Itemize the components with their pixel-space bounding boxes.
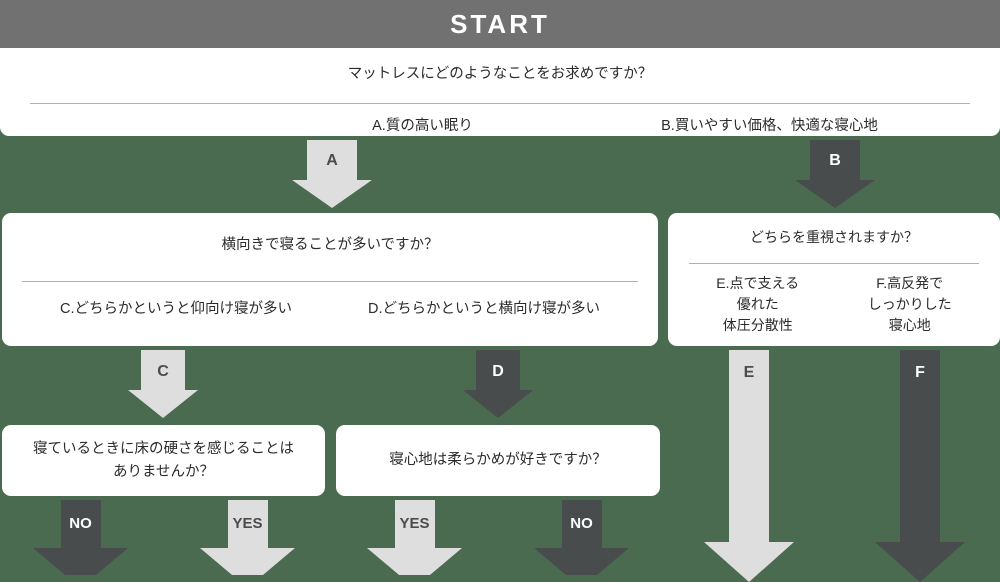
page-title: START	[450, 8, 550, 39]
arrow-d-no: NO	[534, 500, 629, 575]
arrow-a: A	[292, 140, 372, 208]
card-start-question: マットレスにどのようなことをお求めですか？ A.質の高い眠り B.買いやすい価格…	[0, 48, 1000, 136]
start-header: START	[0, 0, 1000, 48]
arrow-c-no: NO	[33, 500, 128, 575]
card-question-b: どちらを重視されますか？ E.点で支える 優れた 体圧分散性 F.高反発で しっ…	[668, 213, 1000, 346]
arrow-f: F	[875, 350, 965, 582]
question-b-text: どちらを重視されますか？	[750, 229, 918, 245]
arrow-c: C	[128, 350, 198, 418]
arrow-d-yes: YES	[367, 500, 462, 575]
card-question-d: 寝心地は柔らかめが好きですか？	[336, 425, 660, 496]
option-f[interactable]: F.高反発で しっかりした 寝心地	[867, 274, 952, 333]
option-e[interactable]: E.点で支える 優れた 体圧分散性	[716, 274, 800, 333]
question-a-options-row: C.どちらかというと仰向け寝が多い D.どちらかというと横向け寝が多い	[2, 282, 658, 321]
arrow-c-yes: YES	[200, 500, 295, 575]
question-c-text: 寝ているときに床の硬さを感じることは ありませんか？	[33, 441, 294, 480]
arrow-b: B	[795, 140, 875, 208]
option-b[interactable]: B.買いやすい価格、快適な寝心地	[661, 118, 878, 135]
divider	[689, 262, 979, 264]
option-a[interactable]: A.質の高い眠り	[372, 118, 473, 135]
question-a-text: 横向きで寝ることが多いですか？	[221, 237, 439, 253]
card-question-a: 横向きで寝ることが多いですか？ C.どちらかというと仰向け寝が多い D.どちらか…	[2, 213, 658, 346]
start-question-text: マットレスにどのようなことをお求めですか？	[347, 66, 653, 82]
arrow-d: D	[463, 350, 533, 418]
card-question-c: 寝ているときに床の硬さを感じることは ありませんか？	[2, 425, 325, 496]
question-d-text: 寝心地は柔らかめが好きですか？	[389, 452, 607, 469]
option-d[interactable]: D.どちらかというと横向け寝が多い	[368, 301, 600, 318]
start-options-row: A.質の高い眠り B.買いやすい価格、快適な寝心地	[0, 104, 1000, 138]
option-c[interactable]: C.どちらかというと仰向け寝が多い	[60, 301, 292, 318]
arrow-e: E	[704, 350, 794, 582]
divider	[30, 103, 970, 105]
question-b-options-row: E.点で支える 優れた 体圧分散性 F.高反発で しっかりした 寝心地	[668, 264, 1000, 336]
divider	[22, 281, 638, 283]
